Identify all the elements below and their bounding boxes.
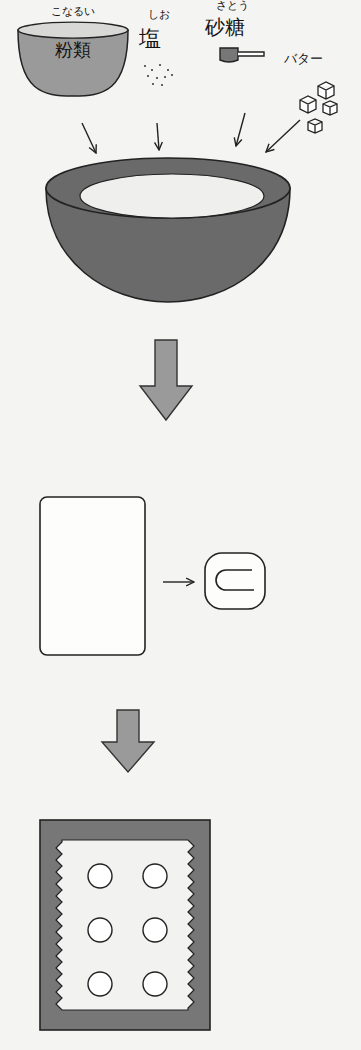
measuring-spoon [220, 48, 264, 62]
ingredient-label: 砂糖 [205, 16, 245, 38]
furigana: こなるい [14, 6, 132, 18]
step-arrow [140, 340, 192, 420]
wrapped-dough [205, 553, 265, 609]
salt-grains [144, 64, 173, 86]
small-arrow [163, 581, 194, 582]
pour-arrows [82, 113, 300, 153]
ingredient-name: 粉類 [14, 40, 132, 60]
mixing-bowl [46, 158, 290, 302]
baking-tray [40, 820, 210, 1030]
step-arrow [102, 710, 154, 772]
ingredient-bowl: こなるい粉類 [14, 6, 132, 98]
dough-sheet [40, 497, 145, 655]
ingredient-label: 塩 [139, 27, 161, 51]
ingredient-label: バター [284, 52, 323, 66]
furigana: しお [148, 9, 170, 21]
furigana: さとう [216, 0, 249, 12]
butter-cubes [300, 82, 337, 133]
